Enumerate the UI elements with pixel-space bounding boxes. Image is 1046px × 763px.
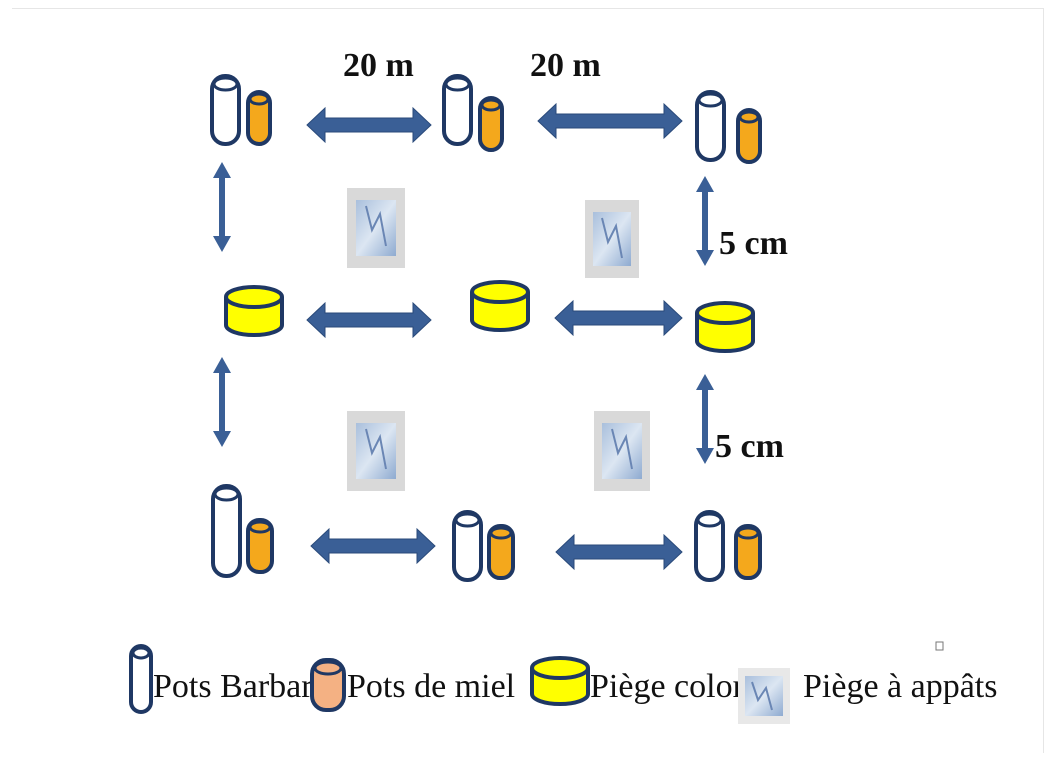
spacing-label-right-upper: 5 cm: [719, 225, 788, 262]
colored-trap-left: [224, 285, 284, 337]
pot-group-top-middle: [442, 74, 504, 152]
barbar-pot: [211, 484, 242, 578]
barbar-pot: [452, 510, 483, 582]
bait-trap-icon: [594, 411, 650, 491]
double-arrow-vertical: [213, 162, 231, 252]
spacing-label-top-right: 20 m: [530, 47, 601, 84]
honey-pot: [736, 108, 762, 164]
legend-label-appats: Piège à appâts: [803, 668, 998, 705]
small-square-marker: [935, 641, 944, 651]
pot-group-bottom-middle: [452, 510, 515, 582]
bait-trap-icon: [585, 200, 639, 278]
double-arrow-vertical: [213, 357, 231, 447]
pot-group-bottom-right: [694, 510, 762, 582]
spacing-label-top-left: 20 m: [343, 47, 414, 84]
spacing-label-right-lower: 5 cm: [715, 428, 784, 465]
double-arrow-horizontal: [554, 299, 683, 337]
legend-label-miel: Pots de miel: [347, 668, 515, 705]
legend-honey-icon: [310, 658, 346, 712]
bait-trap-icon: [347, 411, 405, 491]
pot-group-top-right: [695, 90, 762, 164]
legend-bait-trap-icon: [738, 668, 790, 724]
double-arrow-vertical: [696, 374, 714, 464]
double-arrow-horizontal: [555, 533, 683, 571]
barbar-pot: [442, 74, 473, 146]
double-arrow-horizontal: [306, 301, 432, 339]
colored-trap-right: [695, 301, 755, 353]
figure-frame: [12, 8, 1044, 753]
double-arrow-horizontal: [310, 527, 436, 565]
colored-trap-middle: [470, 280, 530, 332]
legend-colored-trap-icon: [530, 656, 590, 706]
honey-pot: [246, 518, 274, 574]
bait-trap-icon: [347, 188, 405, 268]
double-arrow-horizontal: [306, 106, 432, 144]
barbar-pot: [695, 90, 726, 162]
honey-pot: [478, 96, 504, 152]
honey-pot: [487, 524, 515, 580]
honey-pot: [734, 524, 762, 580]
legend: Pots Barbar Pots de miel Piège coloré Pi…: [129, 641, 998, 724]
legend-label-barbar: Pots Barbar: [153, 668, 313, 705]
legend-barbar-icon: [129, 644, 153, 714]
legend-label-colore: Piège coloré: [590, 668, 759, 705]
honey-pot: [246, 90, 272, 146]
double-arrow-horizontal: [537, 102, 683, 140]
pot-group-top-left: [210, 74, 272, 146]
double-arrow-vertical: [696, 176, 714, 266]
pot-group-bottom-left: [211, 484, 274, 578]
barbar-pot: [694, 510, 725, 582]
barbar-pot: [210, 74, 241, 146]
